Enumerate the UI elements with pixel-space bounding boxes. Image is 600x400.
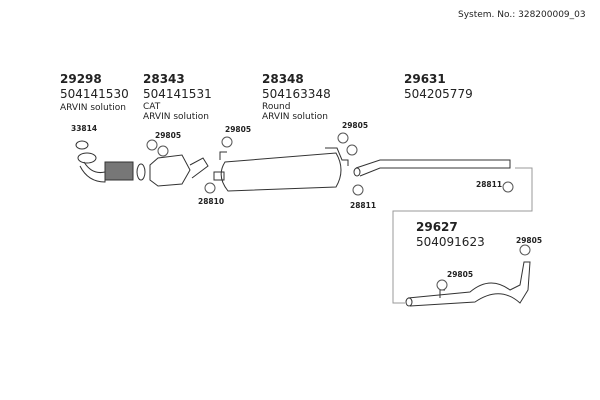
article-number: 504091623: [416, 235, 485, 249]
small-part-label[interactable]: 33814: [71, 124, 98, 133]
article-number: 504141531: [143, 87, 212, 101]
part-description: ARVIN solution: [262, 112, 328, 122]
front-pipe[interactable]: [75, 140, 134, 183]
middle-pipe[interactable]: [353, 159, 511, 177]
article-number: 504141530: [60, 87, 129, 101]
part-description: ARVIN solution: [60, 103, 126, 113]
part-description: CAT: [143, 102, 161, 112]
part-number[interactable]: 29627: [416, 220, 458, 234]
part-number[interactable]: 28343: [143, 72, 185, 86]
clamps[interactable]: [146, 132, 531, 291]
small-part-label[interactable]: 29805: [516, 236, 543, 245]
muffler[interactable]: [213, 147, 349, 192]
article-number: 504163348: [262, 87, 331, 101]
part-number[interactable]: 29631: [404, 72, 446, 86]
small-part-label[interactable]: 29805: [342, 121, 369, 130]
small-part-label[interactable]: 29805: [225, 125, 252, 134]
part-description: Round: [262, 102, 291, 112]
system-number: System. No.: 328200009_03: [458, 10, 586, 20]
part-description: ARVIN solution: [143, 112, 209, 122]
small-part-label[interactable]: 29805: [447, 270, 474, 279]
small-part-label[interactable]: 28811: [350, 201, 377, 210]
small-part-label[interactable]: 28810: [198, 197, 225, 206]
connector-line: [392, 167, 533, 304]
part-number[interactable]: 28348: [262, 72, 304, 86]
small-part-label[interactable]: 29805: [155, 131, 182, 140]
small-part-label[interactable]: 28811: [476, 180, 503, 189]
article-number: 504205779: [404, 87, 473, 101]
catalytic-converter[interactable]: [136, 154, 209, 187]
part-number[interactable]: 29298: [60, 72, 102, 86]
rear-pipe[interactable]: [405, 261, 531, 307]
